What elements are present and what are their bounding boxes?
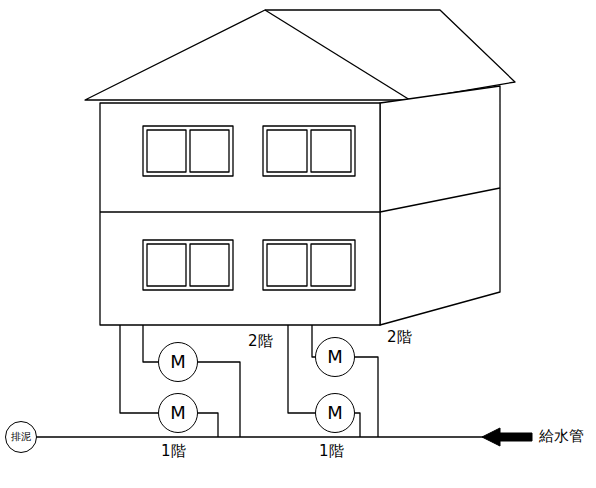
floor-line [380,188,500,212]
meter-letter: M [170,404,186,422]
floor-label: 2階 [247,333,274,350]
water-meter: M [158,342,198,382]
main-pipe [36,436,484,437]
water-meter: M [315,393,355,433]
water-meter: M [315,337,355,377]
windows [143,126,355,290]
floor-label: 2階 [386,329,413,346]
meter-letter: M [327,404,343,422]
floor-label: 1階 [318,443,345,460]
side-wall [380,86,500,325]
roof [85,10,515,100]
meter-letter: M [170,353,186,371]
drain-label: 排泥 [11,432,31,442]
floor-label: 1階 [160,443,187,460]
drain-circle: 排泥 [5,421,37,453]
floor-line [100,211,380,212]
water-meter: M [158,393,198,433]
pipe-label: 給水管 [538,428,585,445]
meter-letter: M [327,348,343,366]
roof-edge [265,10,410,100]
flow-arrow [482,428,532,446]
water-pipes [36,325,484,437]
front-wall [100,103,380,325]
